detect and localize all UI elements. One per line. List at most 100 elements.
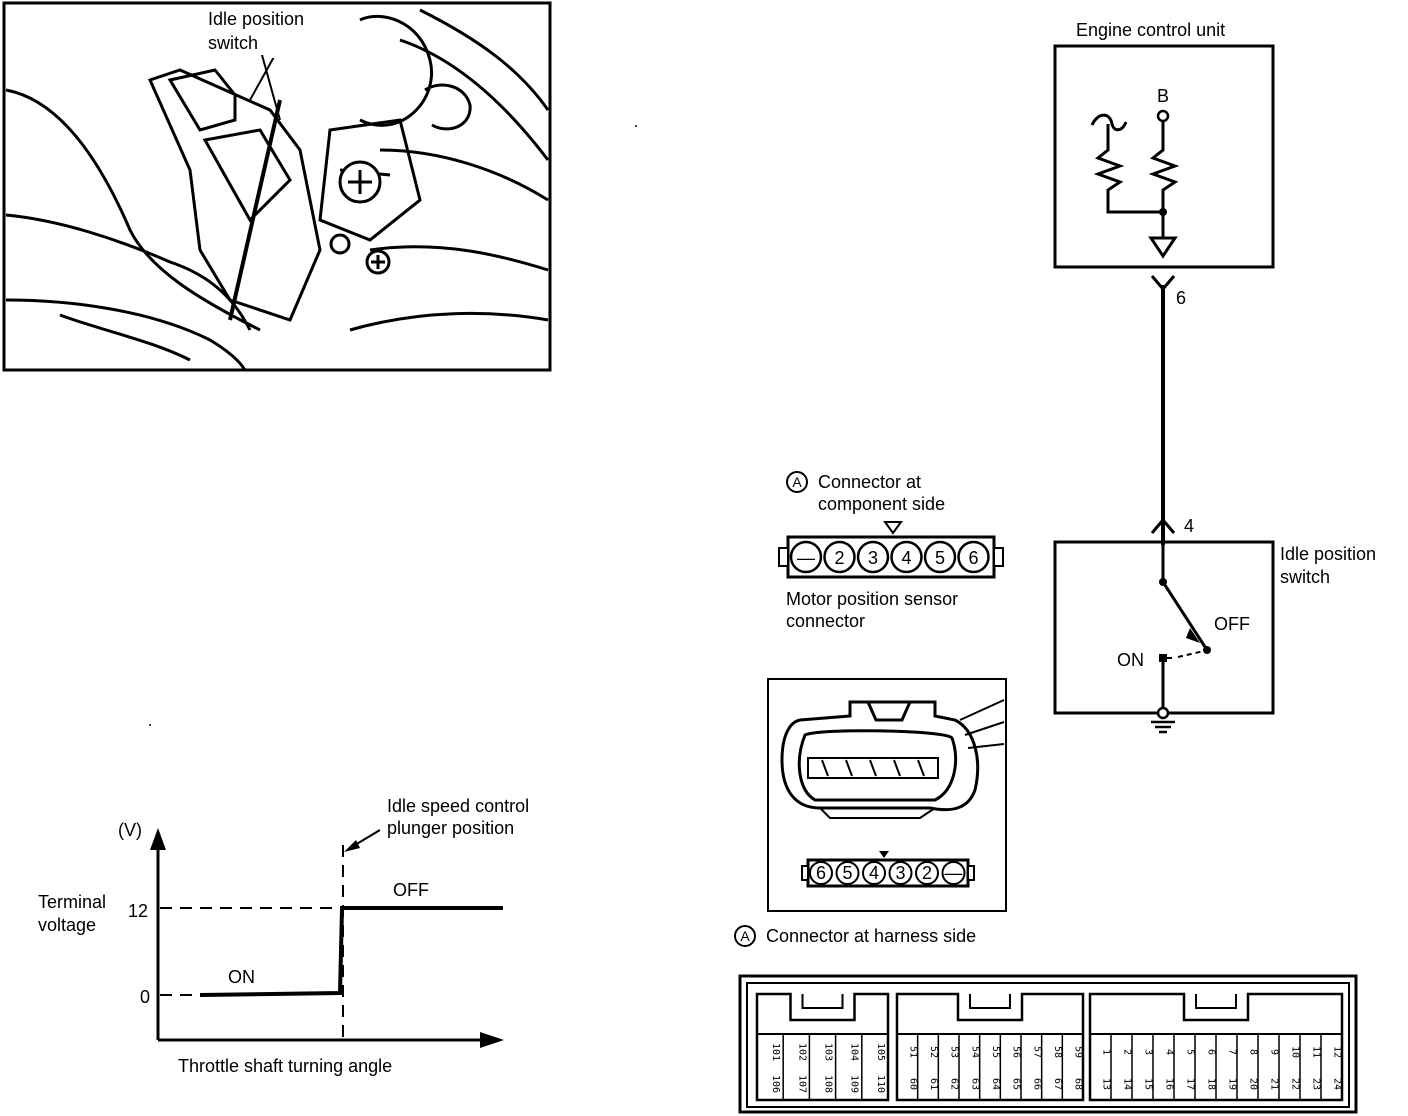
component-pin [923, 540, 957, 574]
ecu-pin-label: 17 [1185, 1078, 1196, 1090]
component-pin-label: 3 [868, 548, 878, 568]
y-unit: (V) [118, 820, 142, 840]
tick-label-12: 12 [128, 901, 148, 921]
harness-pin-label: 4 [869, 863, 879, 883]
ecu-pin-label: 5 [1185, 1049, 1196, 1055]
ecu-pin-label: 110 [875, 1075, 886, 1093]
component-pin [856, 540, 890, 574]
switch-pivot-dot [1159, 578, 1167, 586]
ecu-terminal-label: 6 [1176, 288, 1186, 308]
harness-pin-label: — [945, 863, 963, 883]
harness-connector-body [806, 858, 970, 888]
harness-pin [835, 861, 860, 885]
ecu-pin-label: 52 [928, 1046, 939, 1058]
ecu-pin-label: 2 [1122, 1049, 1133, 1055]
component-title-line2: component side [818, 494, 945, 514]
ecu-pin-label: 106 [770, 1075, 781, 1093]
throttle-body-illustration [5, 8, 550, 371]
ecu-group-key [969, 994, 1011, 1009]
ecu-pin-label: 66 [1031, 1078, 1042, 1090]
ecu-pin-label: 10 [1290, 1046, 1301, 1058]
x-label: Throttle shaft turning angle [178, 1056, 392, 1076]
supply-label: B [1157, 86, 1169, 106]
ecu-pin-label: 21 [1269, 1078, 1280, 1090]
ecu-pin-label: 109 [849, 1075, 860, 1093]
switch-title-line2: switch [1280, 567, 1330, 587]
marker-a-icon [734, 925, 756, 947]
harness-pin-label: 6 [816, 863, 826, 883]
ecu-pin-label: 53 [949, 1046, 960, 1058]
ecu-pin-label: 9 [1269, 1049, 1280, 1055]
ecu-pin-label: 56 [1011, 1046, 1022, 1058]
ecu-pin-label: 63 [969, 1078, 980, 1090]
ecu-pin-label: 4 [1164, 1049, 1175, 1055]
marker-a-text: A [740, 928, 750, 944]
harness-pin [862, 861, 886, 885]
voltage-trace [199, 906, 503, 997]
harness-plug-illustration [780, 699, 1005, 819]
ecu-pin-label: 22 [1290, 1078, 1301, 1090]
component-pin [957, 540, 990, 574]
ecu-pin-label: 24 [1332, 1078, 1343, 1090]
photo-panel: Idle position switch [2, 1, 552, 372]
ecu-pin-label: 62 [949, 1078, 960, 1090]
ecu-pin-label: 55 [990, 1046, 1001, 1058]
ecu-pin-label: 20 [1248, 1078, 1259, 1090]
marker-arrow-icon [344, 840, 360, 852]
stray-dot [635, 125, 637, 127]
component-pin [789, 540, 823, 574]
switch-off-contact-dot [1203, 646, 1211, 654]
switch-title-line1: Idle position [1280, 544, 1376, 564]
ecu-pin-label: 8 [1248, 1049, 1259, 1055]
ecu-pin-label: 15 [1143, 1078, 1154, 1090]
ecu-pin-label: 51 [907, 1046, 918, 1058]
ecu-group-key [1195, 994, 1237, 1009]
component-title-line1: Connector at [818, 472, 921, 492]
ecu-pin-label: 7 [1227, 1049, 1238, 1055]
connector-tab [967, 865, 975, 881]
marker-a-icon [786, 471, 808, 493]
harness-pin-label: 3 [895, 863, 905, 883]
switch-arrow-icon [1186, 628, 1200, 643]
key-triangle-icon [879, 851, 889, 858]
ecu-pin-label: 105 [875, 1043, 886, 1061]
ecu-pin-label: 14 [1122, 1078, 1133, 1090]
component-caption-line1: Motor position sensor [786, 589, 958, 609]
ecu-pin-label: 64 [990, 1078, 1001, 1090]
ecu-pin-label: 104 [849, 1043, 860, 1061]
ecu-pin-label: 6 [1206, 1049, 1217, 1055]
stray-dot [149, 724, 151, 726]
ecu-pin-groups: 1011061021071031081041091051105160526153… [755, 992, 1344, 1102]
ecu-pin-label: 3 [1143, 1049, 1154, 1055]
connector-tab [993, 547, 1004, 567]
ecu-pin-label: 107 [796, 1075, 807, 1093]
photo-label-line1: Idle position [208, 9, 304, 29]
ecu-title: Engine control unit [1076, 20, 1225, 40]
ecu-pin-label: 61 [928, 1078, 939, 1090]
switch-connector-icon [1150, 517, 1176, 534]
ecu-pin-label: 13 [1101, 1078, 1112, 1090]
component-pin-label: 4 [901, 548, 911, 568]
harness-pin-label: 5 [842, 863, 852, 883]
ecu-pin-label: 12 [1332, 1046, 1343, 1058]
marker-a-text: A [792, 474, 802, 490]
ecu-group-key [801, 994, 844, 1009]
switch-terminal-label: 4 [1184, 516, 1194, 536]
voltage-graph: (V) Terminal voltage 12 0 ON OFF Idle sp… [38, 796, 529, 1076]
ecu-connector-inner [746, 982, 1350, 1108]
ecu-pin-label: 101 [770, 1043, 781, 1061]
ecu-internal-circuit [1090, 113, 1180, 259]
component-pin [823, 540, 856, 574]
y-label-line1: Terminal [38, 892, 106, 912]
component-pin [890, 540, 923, 574]
ecu-pin-label: 65 [1011, 1078, 1022, 1090]
key-triangle-icon [883, 521, 903, 535]
ground-icon [1151, 720, 1175, 734]
circuit-schematic: Engine control unit B 6 4 Idle position … [1053, 20, 1376, 734]
marker-label-line2: plunger position [387, 818, 514, 838]
